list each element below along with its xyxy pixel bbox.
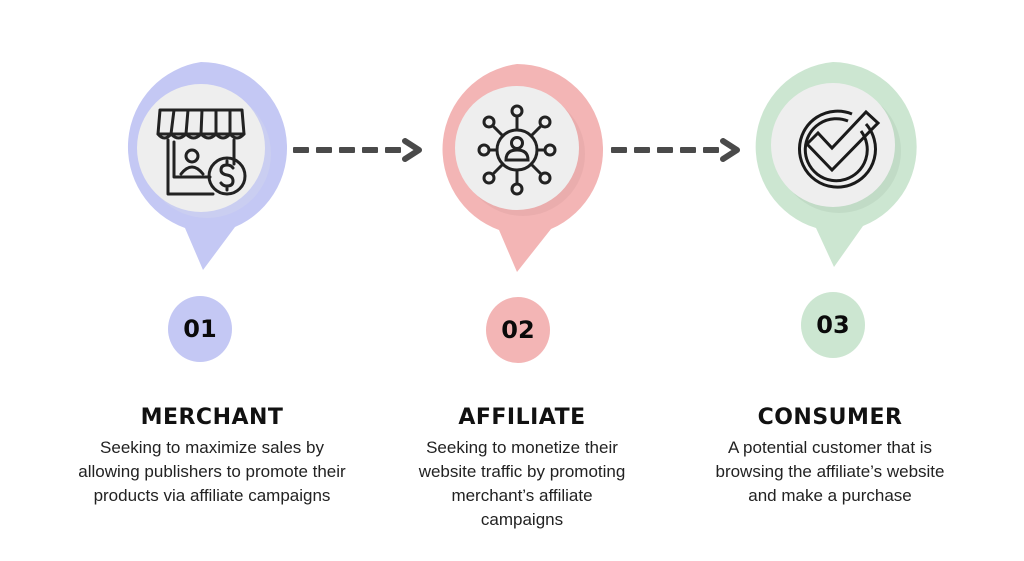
merchant-column: MERCHANT Seeking to maximize sales by al… xyxy=(62,405,362,508)
consumer-pin xyxy=(748,62,923,276)
step-number: 02 xyxy=(501,316,535,344)
step-number: 01 xyxy=(183,315,217,343)
flow-arrow-1 xyxy=(293,138,428,166)
affiliate-pin xyxy=(431,64,606,278)
step-number: 03 xyxy=(816,311,850,339)
step-title: CONSUMER xyxy=(757,405,903,430)
step-number-badge-1: 01 xyxy=(168,296,232,362)
step-description: Seeking to monetize their website traffi… xyxy=(418,438,626,529)
consumer-column: CONSUMER A potential customer that is br… xyxy=(680,405,980,508)
step-number-badge-3: 03 xyxy=(801,292,865,358)
check-circle-icon xyxy=(797,109,881,189)
storefront-dollar-icon xyxy=(156,108,247,196)
affiliate-column: AFFILIATE Seeking to monetize their webs… xyxy=(372,405,672,532)
flow-arrow-2 xyxy=(611,138,746,166)
network-person-icon xyxy=(477,104,557,196)
step-description: Seeking to maximize sales by allowing pu… xyxy=(78,438,346,505)
merchant-pin xyxy=(115,62,290,276)
step-title: MERCHANT xyxy=(140,405,284,430)
step-number-badge-2: 02 xyxy=(486,297,550,363)
step-description: A potential customer that is browsing th… xyxy=(715,438,945,505)
step-title: AFFILIATE xyxy=(458,405,586,430)
